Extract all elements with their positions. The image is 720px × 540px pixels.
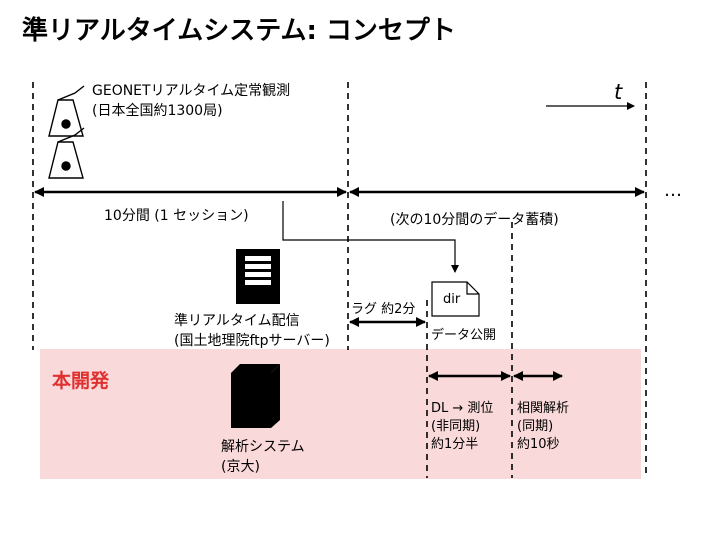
positioning-label-line1: DL → 測位 — [431, 401, 494, 416]
positioning-label-line2: (非同期) — [431, 419, 481, 434]
gnss-station-icon — [48, 85, 85, 137]
time-symbol: t — [614, 80, 623, 104]
development-region — [40, 349, 641, 479]
development-label: 本開発 — [52, 370, 110, 392]
correlation-label-line2: (同期) — [517, 419, 554, 434]
dir-label: dir — [443, 292, 461, 307]
next-session-label: (次の10分間のデータ蓄積) — [390, 212, 559, 228]
analysis-label-line1: 解析システム — [221, 439, 305, 455]
ftp-server-icon — [236, 249, 280, 304]
data-flow-connector — [282, 201, 459, 273]
server-label-line1: 準リアルタイム配信 — [174, 313, 300, 329]
lag-label: ラグ 約2分 — [351, 302, 416, 317]
correlation-label-line3: 約10秒 — [517, 437, 560, 452]
slide-title: 準リアルタイムシステム: コンセプト — [22, 16, 456, 46]
positioning-label-line3: 約1分半 — [431, 437, 479, 452]
geonet-label-line1: GEONETリアルタイム定常観測 — [92, 83, 291, 99]
session-label: 10分間 (1 セッション) — [104, 208, 249, 224]
gnss-station-icon — [48, 127, 85, 179]
analysis-label-line2: (京大) — [221, 459, 260, 475]
continuation-ellipsis: … — [664, 180, 682, 201]
correlation-label-line1: 相関解析 — [517, 401, 570, 416]
data-release-label: データ公開 — [431, 328, 497, 343]
geonet-label-line2: (日本全国約1300局) — [92, 103, 223, 119]
server-label-line2: (国土地理院ftpサーバー) — [174, 333, 330, 349]
analysis-system-icon — [231, 364, 280, 428]
